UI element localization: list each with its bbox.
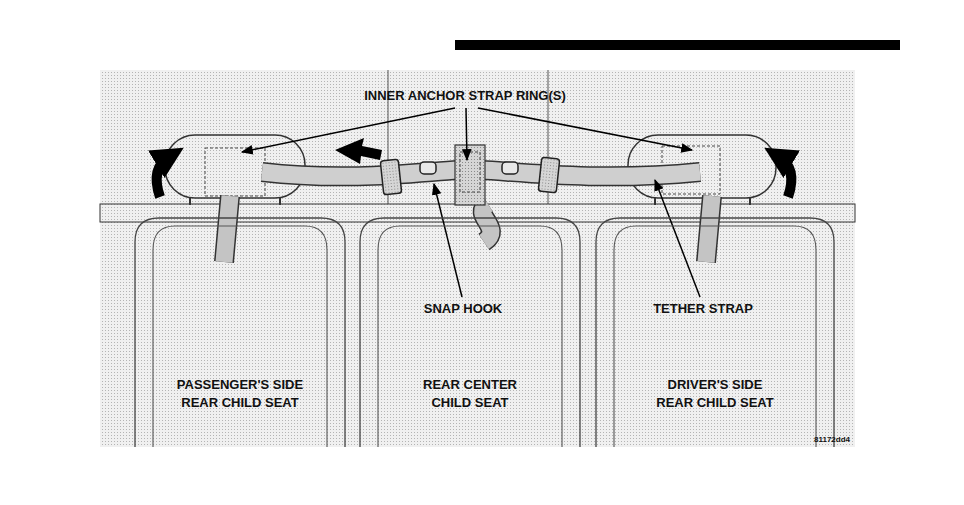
center-anchor: [455, 145, 485, 205]
seat-back: DRIVER'S SIDE REAR CHILD SEAT: [596, 218, 834, 447]
seat-label: REAR CENTER CHILD SEAT: [408, 376, 533, 412]
seat-label: PASSENGER'S SIDE REAR CHILD SEAT: [168, 376, 313, 412]
background-panel: [100, 70, 855, 447]
motion-arrows: [157, 138, 792, 197]
header-bar: [455, 40, 900, 50]
seat-outline: [596, 218, 834, 447]
seat-outer-edge: [596, 218, 834, 447]
seat-outline: [135, 218, 345, 447]
seat-back: REAR CENTER CHILD SEAT: [360, 218, 580, 447]
seat-cushion-edge: [614, 226, 816, 447]
part-label: TETHER STRAP: [653, 301, 753, 317]
seat-outer-edge: [360, 218, 580, 447]
figure-code: 81172dd4: [814, 432, 850, 448]
seat-outline: [360, 218, 580, 447]
seat-cushion-edge: [153, 226, 327, 447]
seat-outer-edge: [135, 218, 345, 447]
headrests: [165, 135, 776, 205]
part-label: INNER ANCHOR STRAP RING(S): [364, 88, 566, 104]
leader-lines: [242, 108, 700, 297]
seat-back: PASSENGER'S SIDE REAR CHILD SEAT: [135, 218, 345, 447]
seat-cushion-edge: [378, 226, 562, 447]
seat-label: DRIVER'S SIDE REAR CHILD SEAT: [653, 376, 778, 412]
part-label: SNAP HOOK: [424, 301, 503, 317]
